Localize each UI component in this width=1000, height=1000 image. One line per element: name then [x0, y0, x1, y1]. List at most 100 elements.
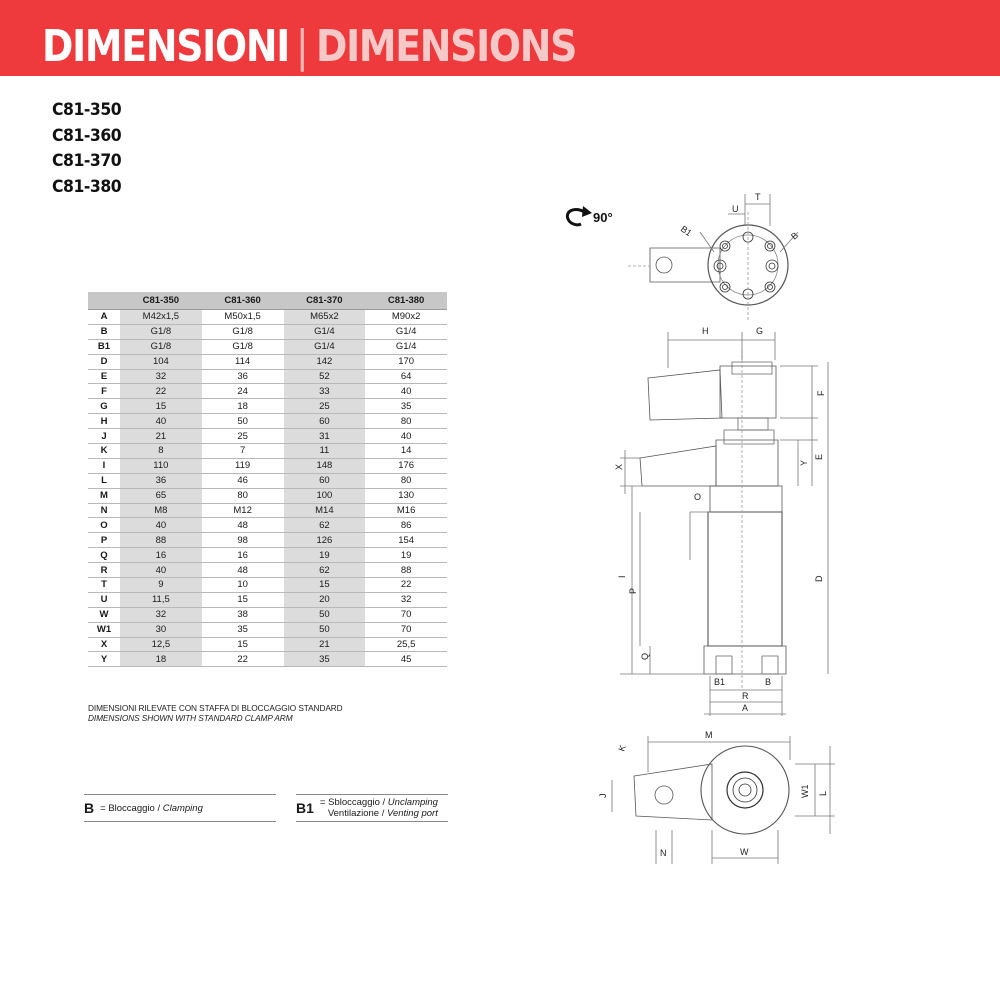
- table-cell: 170: [365, 354, 447, 370]
- table-cell: 22: [365, 577, 447, 593]
- table-cell: 10: [201, 577, 284, 593]
- row-label: O: [88, 517, 120, 534]
- dim-label-t: T: [755, 192, 761, 202]
- table-cell: 40: [365, 428, 447, 445]
- table-header-row: C81-350 C81-360 C81-370 C81-380: [88, 292, 447, 310]
- legend-it: Sbloccaggio /: [328, 797, 386, 808]
- table-cell: M50x1,5: [201, 309, 284, 325]
- row-label: W1: [88, 622, 120, 638]
- dim-label-b-top: B: [789, 230, 800, 242]
- table-cell: M16: [365, 503, 447, 519]
- table-cell: 36: [120, 473, 202, 489]
- table-cell: 45: [365, 651, 447, 668]
- title-english: DIMENSIONS: [315, 21, 577, 72]
- table-cell: 35: [283, 651, 366, 668]
- dim-label-w: W: [740, 847, 749, 857]
- dim-label-b: B: [765, 677, 771, 687]
- row-label: K: [88, 443, 120, 459]
- table-cell: 60: [283, 473, 366, 489]
- row-label: P: [88, 532, 120, 549]
- table-cell: 15: [283, 577, 366, 593]
- legend-key: B: [84, 800, 95, 816]
- legend-en: Clamping: [162, 802, 203, 814]
- dim-label-h: H: [702, 326, 709, 336]
- table-cell: 32: [120, 607, 202, 623]
- row-label: Q: [88, 547, 120, 564]
- row-label: Y: [88, 651, 120, 668]
- row-label: L: [88, 473, 120, 489]
- column-header: C81-350: [120, 292, 202, 310]
- table-cell: 38: [201, 607, 284, 623]
- dim-label-a: A: [742, 703, 748, 713]
- row-label: U: [88, 592, 120, 608]
- table-cell: 22: [201, 651, 284, 668]
- table-cell: 14: [365, 443, 447, 459]
- column-header: C81-370: [283, 292, 366, 310]
- table-cell: G1/4: [365, 324, 447, 340]
- table-cell: 119: [201, 458, 284, 474]
- table-cell: M12: [201, 503, 284, 519]
- dim-label-p: P: [628, 588, 638, 594]
- table-cell: 31: [283, 428, 366, 445]
- dim-label-o: O: [694, 492, 701, 502]
- table-cell: 148: [283, 458, 366, 474]
- table-cell: 40: [120, 562, 202, 579]
- rotation-indicator: 90°: [563, 204, 613, 230]
- row-label: A: [88, 309, 120, 325]
- table-cell: 114: [201, 354, 284, 370]
- table-cell: M90x2: [365, 309, 447, 325]
- side-view: [620, 332, 829, 716]
- legend-eq: =: [319, 797, 326, 808]
- row-label: N: [88, 503, 120, 519]
- legend-en: Unclamping: [387, 797, 438, 808]
- table-cell: 11,5: [120, 592, 202, 608]
- table-cell: 50: [201, 413, 284, 430]
- model-code: C81-370: [52, 151, 122, 171]
- table-cell: G1/4: [365, 339, 447, 355]
- row-label: T: [88, 577, 120, 593]
- table-cell: 19: [365, 547, 447, 564]
- table-cell: 62: [283, 517, 366, 534]
- table-cell: G1/8: [120, 339, 202, 355]
- dim-label-k: K: [616, 744, 627, 753]
- legend-text: = Bloccaggio / Clamping: [100, 803, 203, 814]
- dimensions-note: DIMENSIONI RILEVATE CON STAFFA DI BLOCCA…: [88, 703, 343, 723]
- table-cell: 46: [201, 473, 284, 489]
- table-cell: 154: [365, 532, 447, 549]
- table-cell: 48: [201, 562, 284, 579]
- note-italian: DIMENSIONI RILEVATE CON STAFFA DI BLOCCA…: [88, 703, 343, 713]
- table-cell: M42x1,5: [120, 309, 202, 325]
- row-label: J: [88, 428, 120, 445]
- model-list: C81-350 C81-360 C81-370 C81-380: [52, 98, 127, 200]
- row-label: D: [88, 354, 120, 370]
- table-cell: 80: [365, 473, 447, 489]
- dim-label-f: F: [816, 390, 826, 396]
- table-cell: 110: [120, 458, 202, 474]
- dim-label-l: L: [818, 791, 828, 796]
- table-cell: 25: [283, 398, 366, 415]
- dim-label-r: R: [742, 691, 749, 701]
- dim-label-b1: B1: [714, 677, 725, 687]
- dim-label-i: I: [617, 575, 627, 578]
- title-separator: |: [295, 21, 309, 72]
- page-title: DIMENSIONI|DIMENSIONS: [42, 21, 577, 72]
- dim-label-x: X: [614, 464, 624, 470]
- table-cell: 40: [120, 517, 202, 534]
- table-cell: 52: [283, 369, 366, 385]
- legend-clamping: B = Bloccaggio / Clamping: [84, 794, 276, 822]
- table-cell: G1/8: [201, 339, 284, 355]
- row-label: R: [88, 562, 120, 579]
- table-cell: 21: [120, 428, 202, 445]
- table-cell: 11: [283, 443, 366, 459]
